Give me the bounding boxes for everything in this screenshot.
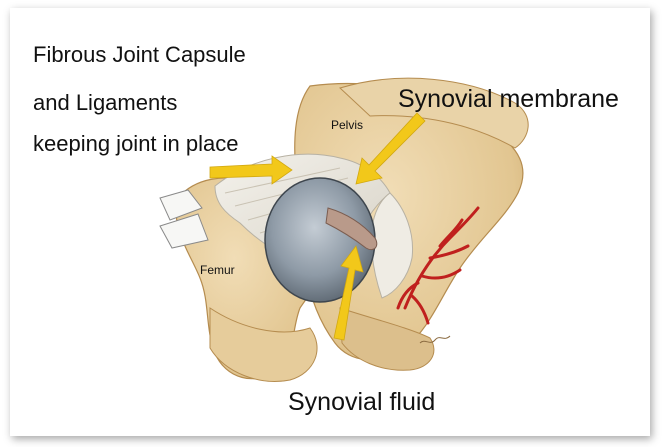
diagram-card: Fibrous Joint Capsule and Ligaments keep… <box>10 8 650 436</box>
synovial-fluid-label: Synovial fluid <box>288 388 435 417</box>
capsule-label-line-2: and Ligaments <box>33 90 177 116</box>
synovial-membrane-label: Synovial membrane <box>398 85 619 114</box>
capsule-label-line-3: keeping joint in place <box>33 131 238 157</box>
pelvis-label: Pelvis <box>331 118 363 132</box>
femur-label: Femur <box>200 263 235 277</box>
capsule-label-line-1: Fibrous Joint Capsule <box>33 42 246 68</box>
hip-joint-illustration <box>10 8 650 436</box>
